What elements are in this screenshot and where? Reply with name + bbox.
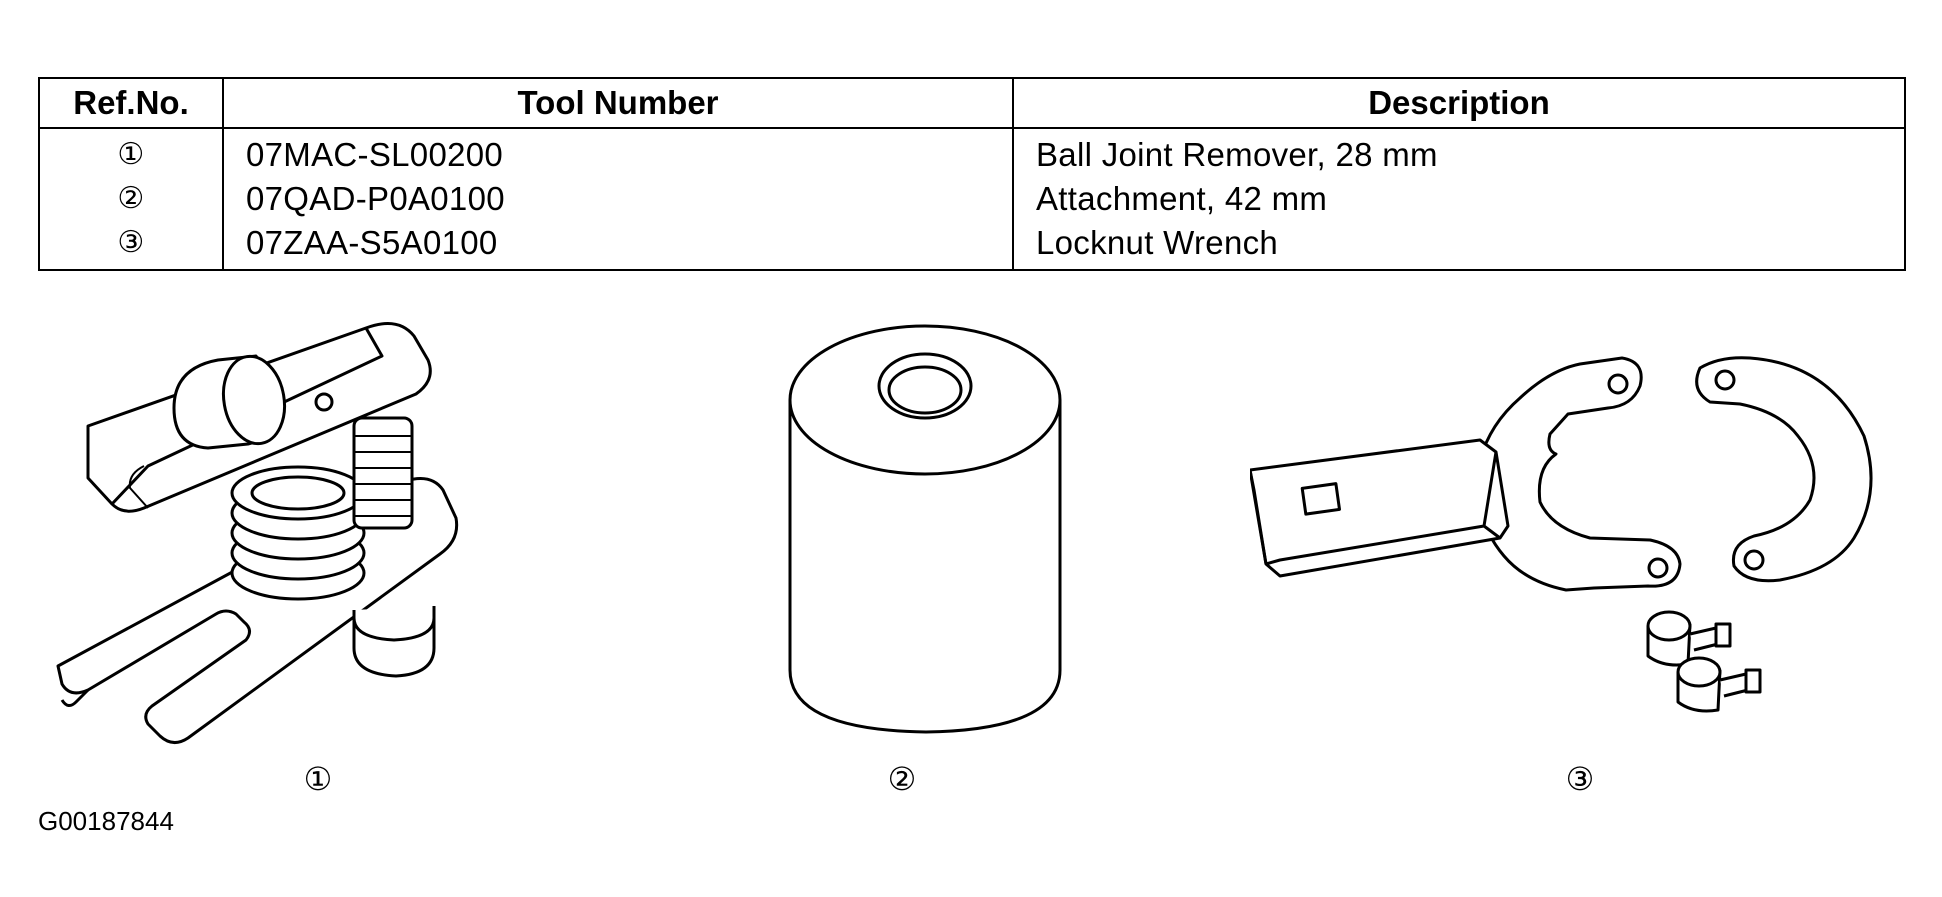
header-ref-no: Ref.No. [38, 78, 224, 129]
row-ref: ② [38, 177, 224, 221]
table-row: ② 07QAD-P0A0100 Attachment, 42 mm [38, 177, 1906, 221]
special-tools-table: Ref.No. Tool Number Description ① 07MAC-… [38, 77, 1906, 271]
table-row: ① 07MAC-SL00200 Ball Joint Remover, 28 m… [38, 128, 1906, 177]
locknut-wrench-set-illustration [1250, 356, 1873, 713]
header-tool-number: Tool Number [222, 78, 1014, 129]
figure-label-2: ② [887, 760, 917, 798]
row-tool-number: 07ZAA-S5A0100 [222, 221, 1014, 270]
row-description: Ball Joint Remover, 28 mm [1012, 128, 1906, 177]
table-header-row: Ref.No. Tool Number Description [38, 78, 1906, 129]
table-row: ③ 07ZAA-S5A0100 Locknut Wrench [38, 221, 1906, 270]
row-tool-number: 07QAD-P0A0100 [222, 177, 1014, 221]
figure-label-1: ① [303, 760, 333, 798]
row-tool-number: 07MAC-SL00200 [222, 128, 1014, 177]
figure-reference-code: G00187844 [38, 806, 174, 836]
figure-label-3: ③ [1565, 760, 1595, 798]
row-ref: ① [38, 128, 224, 177]
row-description: Locknut Wrench [1012, 221, 1906, 270]
attachment-cylinder-illustration [788, 324, 1062, 734]
row-ref: ③ [38, 221, 224, 270]
ball-joint-remover-illustration [56, 322, 459, 744]
row-description: Attachment, 42 mm [1012, 177, 1906, 221]
header-description: Description [1012, 78, 1906, 129]
